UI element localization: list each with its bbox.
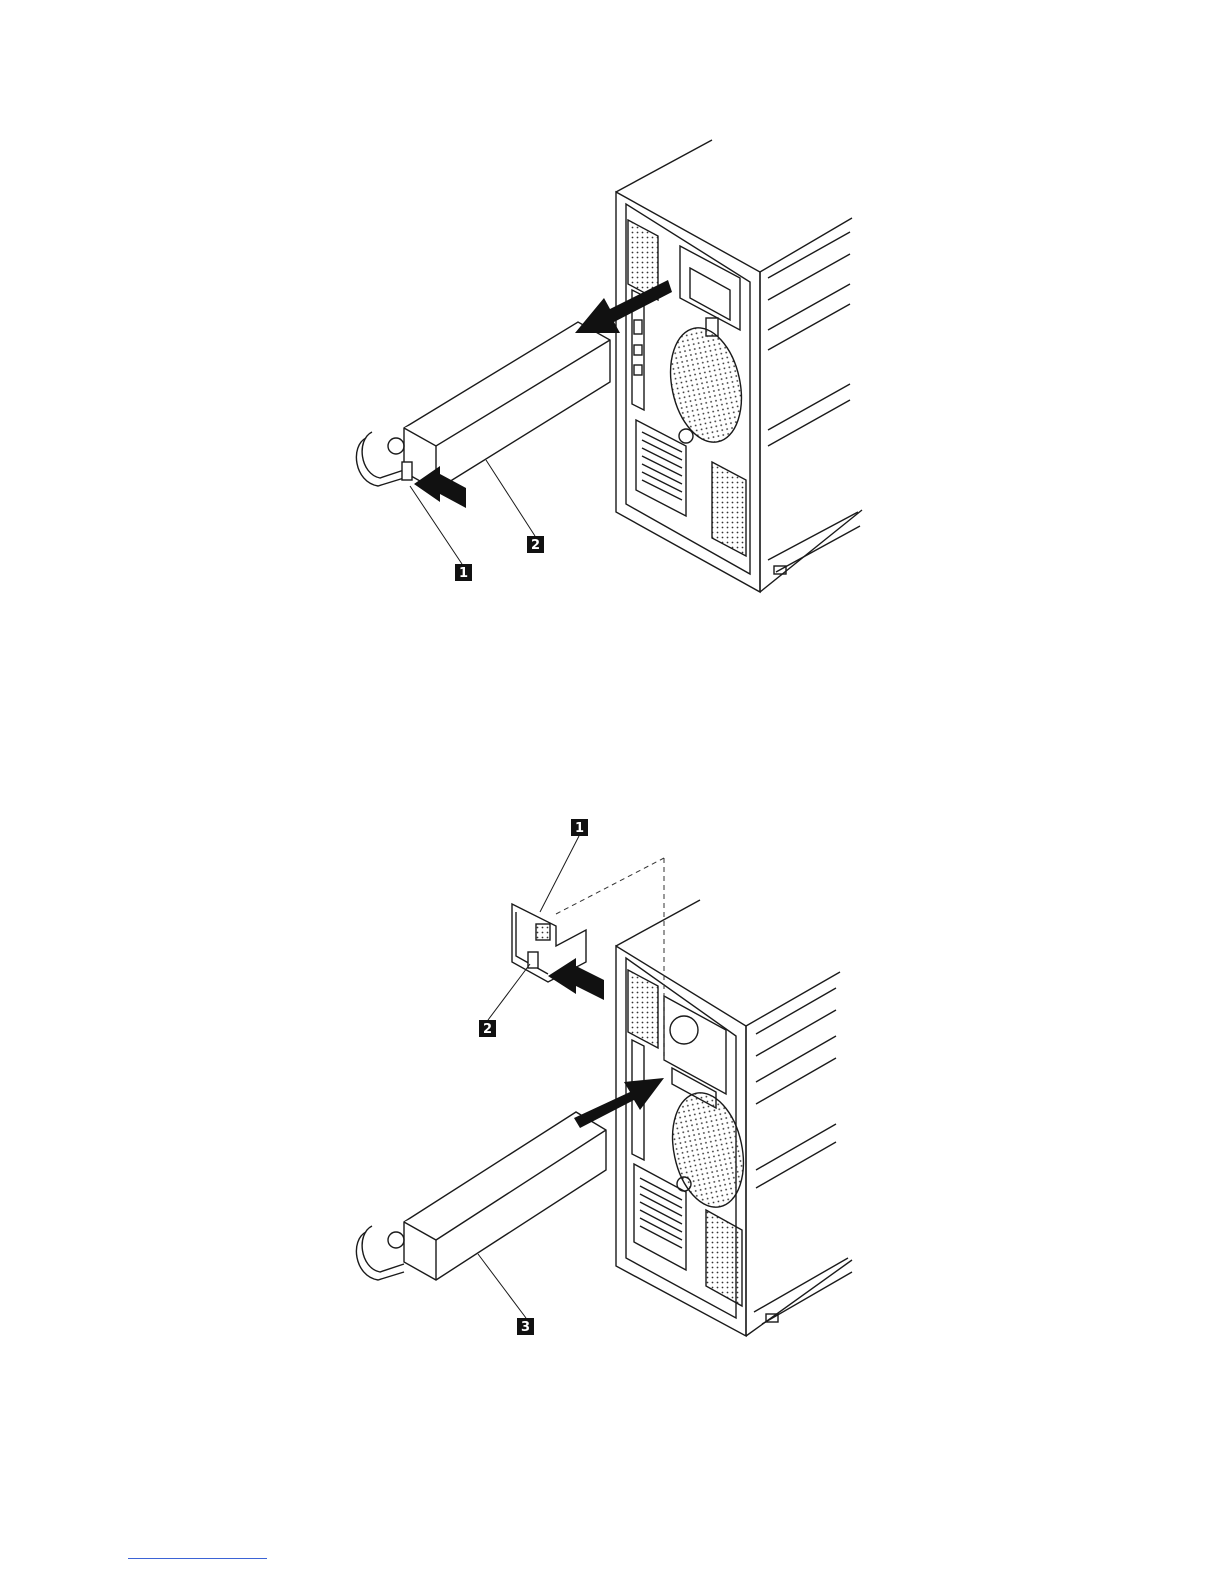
footer-rule: [128, 1558, 267, 1559]
svg-text:2: 2: [483, 1022, 492, 1037]
svg-text:1: 1: [575, 821, 584, 836]
svg-text:1: 1: [459, 566, 468, 581]
callout-top-1: 1: [455, 564, 472, 581]
callout-top-2: 2: [527, 536, 544, 553]
server-chassis-bottom: [616, 900, 852, 1336]
callout-bottom-3: 3: [517, 1318, 534, 1335]
callout-bottom-2: 2: [479, 1020, 496, 1037]
power-supply-top: [356, 322, 610, 490]
svg-text:3: 3: [521, 1320, 530, 1335]
callout-bottom-1: 1: [571, 819, 588, 836]
power-supply-bottom: [356, 1112, 606, 1280]
svg-text:2: 2: [531, 538, 540, 553]
server-chassis-top: [616, 140, 862, 592]
